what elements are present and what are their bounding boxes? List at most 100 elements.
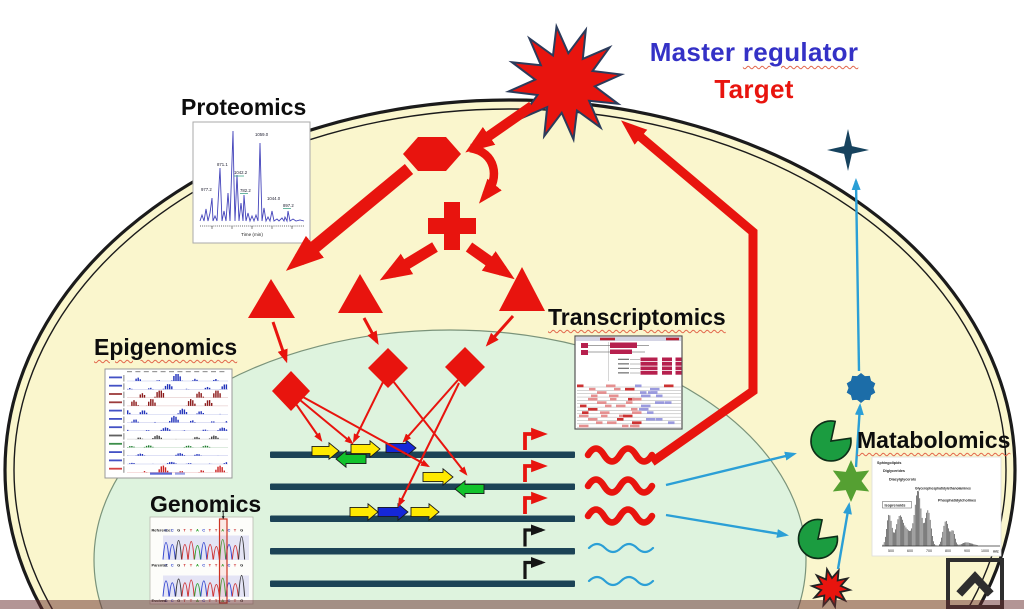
target-label: Target bbox=[714, 74, 794, 104]
mrna-to-enzyme-arrow bbox=[665, 513, 789, 538]
svg-text:T: T bbox=[190, 563, 193, 568]
tf-diamond-icon bbox=[445, 347, 485, 387]
svg-text:1044.0: 1044.0 bbox=[267, 196, 281, 201]
chromatogram-trace bbox=[199, 130, 305, 223]
gene-arrow-icon bbox=[350, 439, 381, 459]
svg-text:G: G bbox=[240, 563, 243, 568]
gene-arrow-icon bbox=[422, 467, 454, 487]
dna-strand bbox=[270, 580, 575, 587]
silent-rna-wavy-icon bbox=[587, 575, 655, 587]
proteomics-chart: 977.2 871.1 1042.2 782.2 1059.0 1044.0 8… bbox=[192, 121, 311, 244]
metabolite-star-icon bbox=[832, 460, 870, 502]
svg-text:Diacylglycerols: Diacylglycerols bbox=[889, 478, 916, 482]
svg-text:A: A bbox=[196, 528, 199, 533]
svg-text:A: A bbox=[221, 563, 224, 568]
transcriptomics-chart bbox=[574, 335, 683, 430]
svg-text:C: C bbox=[202, 528, 205, 533]
svg-text:T: T bbox=[183, 528, 186, 533]
gene-arrow-icon bbox=[311, 441, 340, 461]
metabolomics-chart: Sphingolipids Diglycerides Diacylglycero… bbox=[871, 456, 1002, 557]
transcripts bbox=[584, 445, 656, 587]
gene-arrow-icon bbox=[410, 502, 440, 522]
svg-text:977.2: 977.2 bbox=[201, 187, 212, 192]
svg-text:A: A bbox=[196, 563, 199, 568]
promoter-arrows bbox=[523, 427, 548, 579]
export-arrow bbox=[851, 178, 861, 372]
genomics-label: Genomics bbox=[150, 491, 262, 517]
enzyme-pacman-icon bbox=[797, 518, 839, 560]
svg-text:Phosphatidylcholines: Phosphatidylcholines bbox=[938, 499, 976, 503]
metabolite-gear-icon bbox=[846, 373, 876, 403]
inactive-promoter-arrow-icon bbox=[523, 524, 546, 547]
mrna-to-enzyme-arrow bbox=[665, 451, 797, 487]
inactive-promoter-arrow-icon bbox=[523, 556, 546, 579]
svg-text:C: C bbox=[228, 563, 231, 568]
svg-text:Isoprenoids: Isoprenoids bbox=[885, 504, 906, 508]
svg-text:800: 800 bbox=[945, 549, 951, 553]
metabolomics-label: Matabolomics bbox=[857, 427, 1011, 453]
svg-text:T: T bbox=[234, 563, 237, 568]
proteomics-label: Proteomics bbox=[181, 94, 307, 120]
enzyme-pacman-icon bbox=[810, 420, 852, 462]
right-icons bbox=[797, 129, 876, 609]
gene-arrow-icon bbox=[385, 438, 417, 458]
epigenomics-chart bbox=[104, 368, 233, 479]
dna-strand bbox=[270, 515, 575, 522]
epigenomics-label: Epigenomics bbox=[94, 334, 238, 360]
metabolite-step-arrow bbox=[836, 502, 852, 570]
header: Master regulator Target bbox=[604, 34, 904, 108]
dna-strand bbox=[270, 548, 575, 555]
svg-text:C: C bbox=[228, 528, 231, 533]
mrna-wavy-icon bbox=[584, 445, 656, 465]
transcriptomics-label: Transcriptomics bbox=[548, 304, 726, 330]
protein-cross-icon bbox=[428, 202, 476, 250]
bottom-overlay-bar bbox=[0, 600, 1024, 609]
svg-text:Parental:: Parental: bbox=[152, 563, 169, 568]
active-promoter-arrow-icon bbox=[523, 491, 548, 514]
gene-arrow-icon bbox=[454, 479, 485, 499]
svg-text:C: C bbox=[165, 528, 168, 533]
metabolite-step-arrow bbox=[854, 403, 864, 468]
signal-burst-icon bbox=[809, 566, 853, 609]
svg-text:T: T bbox=[209, 528, 212, 533]
regulator-network bbox=[248, 22, 758, 508]
svg-text:T: T bbox=[209, 563, 212, 568]
triangle-to-diamond-arrow bbox=[485, 315, 515, 347]
genomics-chart: CCGTTACTTACTGCCGTTACTTACTGCCGTTACTTACTG … bbox=[149, 510, 254, 605]
svg-text:Time (min): Time (min) bbox=[241, 232, 263, 237]
triangle-to-diamond-arrow bbox=[271, 321, 288, 364]
active-promoter-arrow-icon bbox=[523, 459, 548, 482]
svg-text:Glycerophosphatidylethanolamin: Glycerophosphatidylethanolamines bbox=[915, 487, 971, 491]
svg-text:1000: 1000 bbox=[981, 549, 989, 553]
dna-strand bbox=[270, 483, 575, 490]
genome-browser-tracks bbox=[109, 371, 228, 475]
svg-text:C: C bbox=[171, 528, 174, 533]
svg-text:1042.2: 1042.2 bbox=[234, 170, 248, 175]
svg-text:500: 500 bbox=[888, 549, 894, 553]
svg-text:A: A bbox=[221, 528, 224, 533]
gene-arrow-icon bbox=[349, 502, 379, 522]
active-promoter-arrow-icon bbox=[523, 427, 548, 450]
cell-membrane-inner bbox=[13, 108, 1007, 609]
svg-text:C: C bbox=[171, 563, 174, 568]
hexagon-to-cross-curved-arrow bbox=[468, 143, 502, 204]
svg-text:m/z: m/z bbox=[993, 550, 999, 554]
tf-triangle-icon bbox=[248, 279, 295, 318]
svg-text:897.2: 897.2 bbox=[283, 203, 294, 208]
svg-text:T: T bbox=[183, 563, 186, 568]
svg-text:T: T bbox=[215, 528, 218, 533]
burst-to-hexagon-arrow bbox=[465, 101, 535, 153]
gene-arrow-icon bbox=[335, 449, 367, 469]
secreted-metabolite-star-icon bbox=[827, 129, 869, 171]
tf-diamond-icon bbox=[368, 348, 408, 388]
master-regulator-burst-icon bbox=[504, 22, 626, 144]
svg-text:G: G bbox=[177, 528, 180, 533]
mass-spectrum bbox=[882, 491, 978, 546]
svg-text:Sphingolipids: Sphingolipids bbox=[877, 461, 901, 465]
diamond-to-gene-arrows bbox=[295, 379, 468, 508]
svg-text:G: G bbox=[177, 563, 180, 568]
tf-triangle-icon bbox=[338, 274, 383, 313]
cross-to-triangle-arrow bbox=[465, 242, 515, 280]
read-alignments bbox=[577, 384, 681, 428]
